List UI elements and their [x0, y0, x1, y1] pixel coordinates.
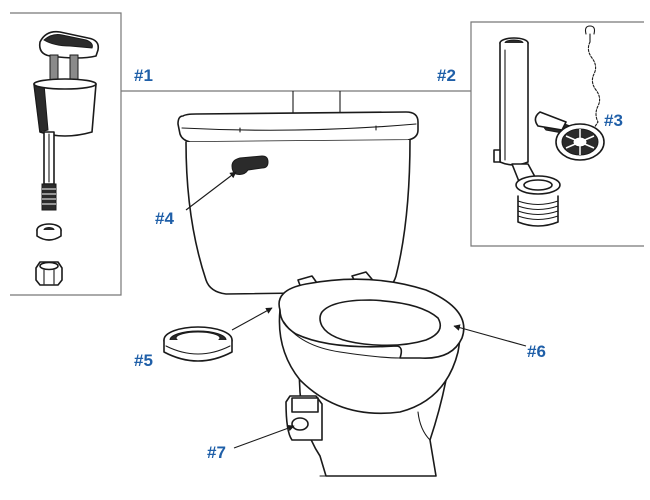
callout-1: #1 [134, 66, 153, 85]
toilet-tank [177, 111, 419, 295]
leader-5 [231, 307, 273, 331]
callout-2: #2 [437, 66, 456, 85]
callout-4: #4 [155, 209, 174, 228]
fill-valve-bracket [10, 12, 122, 296]
flapper-part [534, 25, 605, 161]
flush-valve-part [493, 37, 561, 227]
callout-5: #5 [134, 351, 153, 370]
fill-valve-part [33, 30, 100, 286]
leader-4 [185, 171, 237, 211]
callout-3: #3 [604, 111, 623, 130]
tank-gasket-part [163, 326, 233, 362]
leader-6 [453, 324, 527, 347]
leader-7 [233, 424, 295, 449]
callout-6: #6 [527, 342, 546, 361]
flush-valve-bracket [470, 21, 644, 247]
toilet-seat-part [278, 271, 465, 359]
callout-7: #7 [207, 443, 226, 462]
